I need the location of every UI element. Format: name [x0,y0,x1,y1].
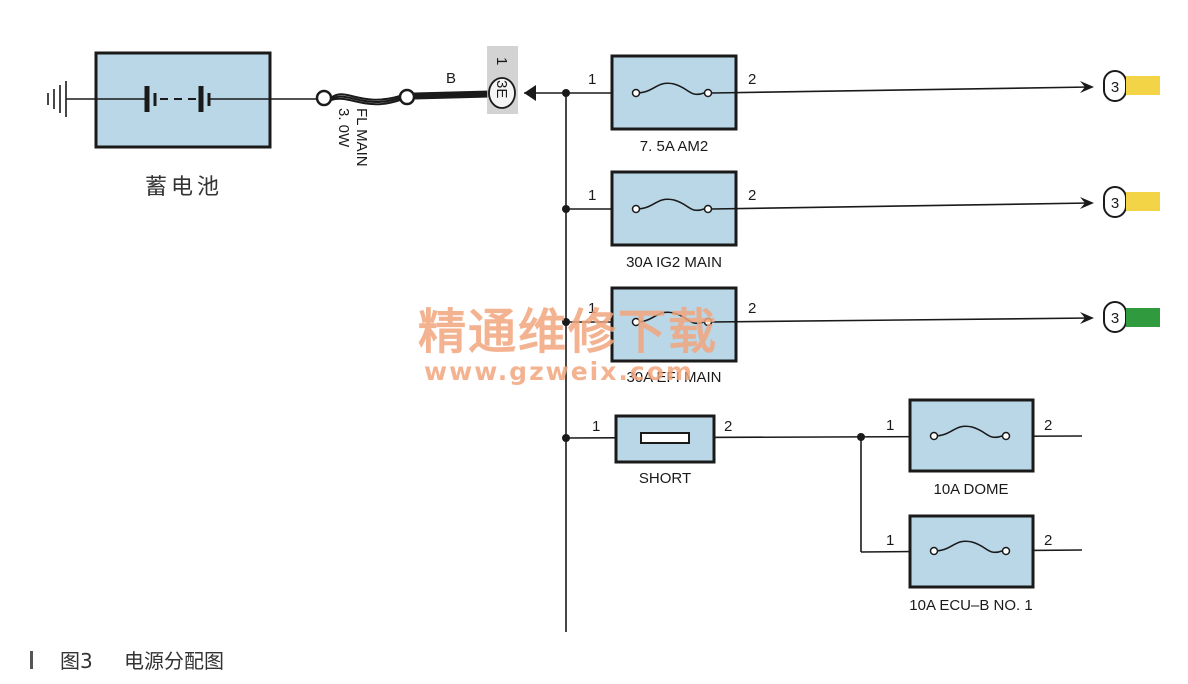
fuse-am2-pin-1: 1 [588,71,596,88]
battery-label: 蓄电池 [145,175,223,200]
caption-bar [30,651,33,669]
fusible-link: FL MAIN 3. 0W [315,88,416,167]
caption-figure: 图3 [60,649,93,673]
fuse-efi-pin-1: 1 [588,300,596,317]
short-pin-2: 2 [724,418,732,435]
fuse-ig2-wire-color [1126,192,1160,211]
fuse-dome-label: 10A DOME [933,481,1008,498]
fuse-efi-pin-2: 2 [748,300,756,317]
fuse-ig2-pin-2: 2 [748,187,756,204]
fuse-ecu-b: 1 2 10A ECU–B NO. 1 [886,514,1052,614]
fuse-am2-pin-2: 2 [748,71,756,88]
fuse-dome-pin-1: 1 [886,417,894,434]
connector-3e: 1 3E [487,46,536,114]
short-link: 1 2 SHORT [562,414,1083,487]
fuse-am2: 1 2 7. 5A AM2 3 [562,54,1160,155]
watermark-url: www.gzweix.com [424,357,694,386]
fuse-efi-wire-color [1126,308,1160,327]
fusible-link-label-2: 3. 0W [335,108,352,148]
fuse-dome-pin-2: 2 [1044,417,1052,434]
fusible-link-label-1: FL MAIN [353,108,370,167]
watermark-text: 精通维修下载 [418,304,718,360]
caption-title: 电源分配图 [124,649,224,673]
fuse-ig2-main: 1 2 30A IG2 MAIN 3 [562,170,1160,271]
b-wire [413,90,491,100]
battery: 蓄电池 [94,51,272,200]
fuse-efi-main: 1 2 30A EFI MAIN 3 [562,286,1160,386]
fuse-ig2-connector: 3 [1111,195,1119,212]
fuse-ecu-b-label: 10A ECU–B NO. 1 [909,597,1032,614]
fuse-am2-connector: 3 [1111,79,1119,96]
connector-pin: 1 [493,57,510,65]
fuse-ecu-b-pin-1: 1 [886,532,894,549]
fuse-ig2-pin-1: 1 [588,187,596,204]
fuse-am2-wire-color [1126,76,1160,95]
fuse-efi-label: 30A EFI MAIN [626,369,721,386]
short-pin-1: 1 [592,418,600,435]
fuse-efi-connector: 3 [1111,310,1119,327]
fuse-ig2-label: 30A IG2 MAIN [626,254,722,271]
b-wire-color-label: B [446,70,456,87]
connector-name: 3E [493,80,510,98]
short-label: SHORT [639,470,691,487]
fuse-am2-label: 7. 5A AM2 [640,138,708,155]
ground-icon [47,81,96,117]
fuse-dome: 1 2 10A DOME [886,398,1052,498]
fuse-ecu-b-pin-2: 2 [1044,532,1052,549]
